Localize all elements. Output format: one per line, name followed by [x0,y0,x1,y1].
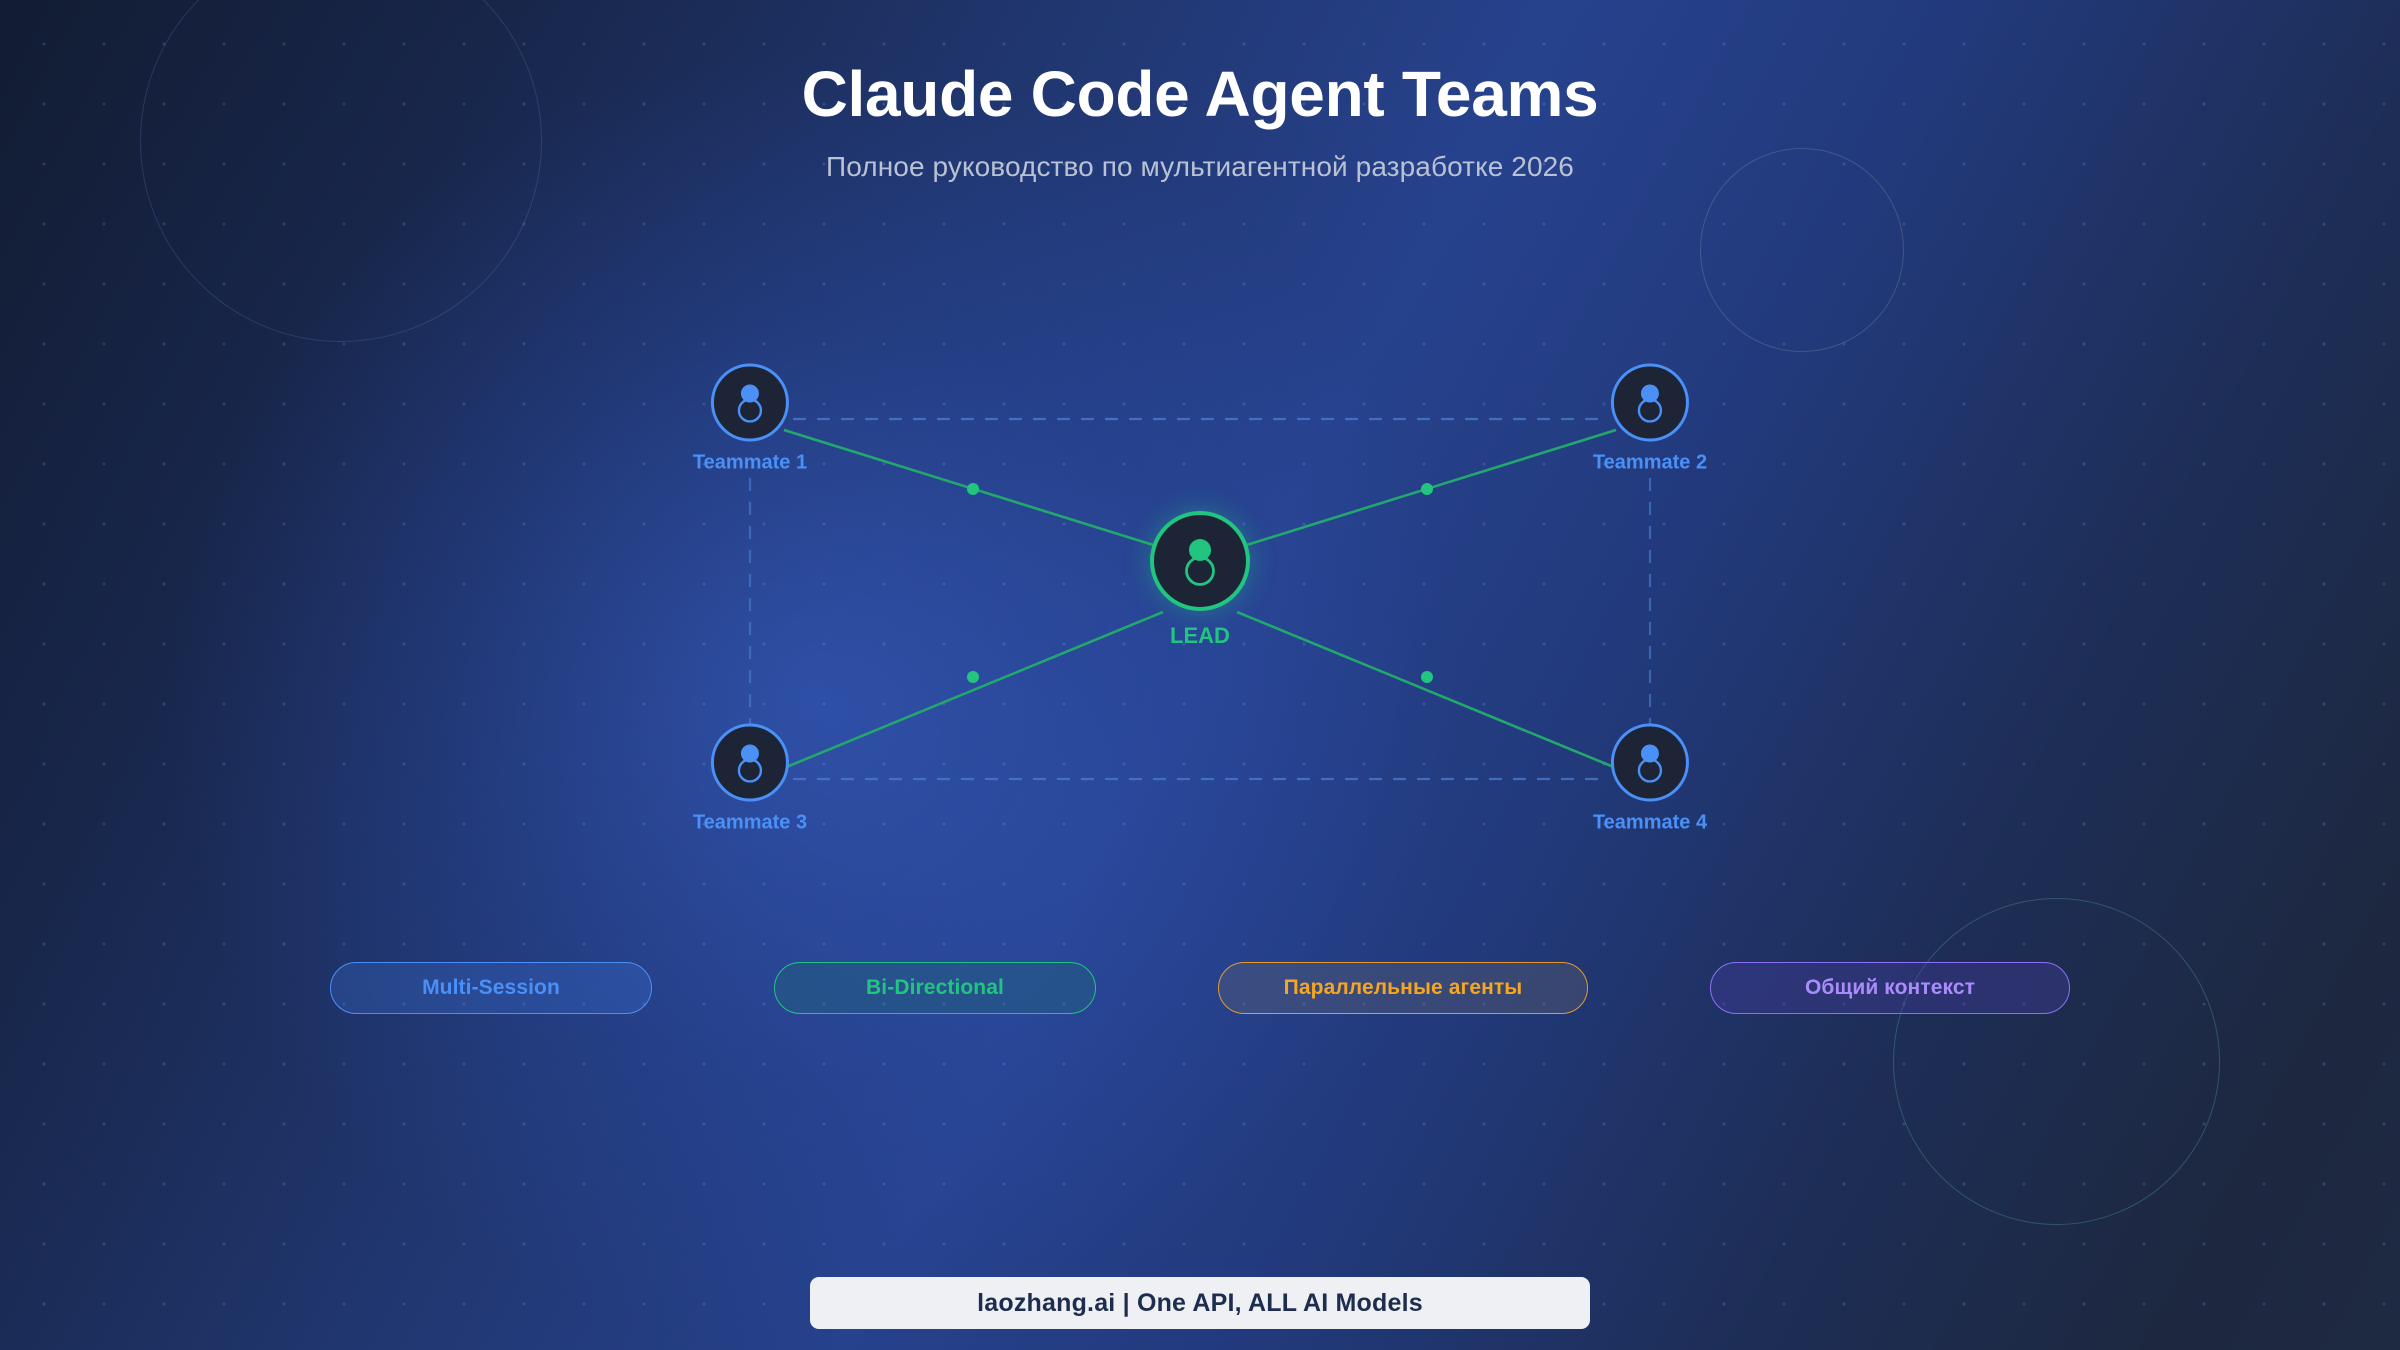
person-icon [1185,539,1215,586]
agent-node-label: LEAD [1170,623,1230,648]
person-icon [737,384,763,423]
feature-pill-row: Multi-Session Bi-Directional Параллельны… [330,962,2070,1014]
agent-avatar-ring [1610,723,1689,802]
feature-pill-shared-context[interactable]: Общий контекст [1710,962,2070,1014]
page-subtitle: Полное руководство по мультиагентной раз… [826,151,1574,183]
agent-avatar-ring [710,723,789,802]
agent-node-lead[interactable]: LEAD [1150,511,1250,649]
link-lead-teammate3 [783,610,1164,770]
agent-node-label: Teammate 1 [692,451,808,474]
agent-avatar-ring [1150,511,1250,611]
agent-node-teammate-4[interactable]: Teammate 4 [1592,723,1708,835]
flow-dot-lead-teammate1 [967,483,979,495]
agent-node-teammate-2[interactable]: Teammate 2 [1592,363,1708,475]
agent-node-label: Teammate 3 [692,811,808,834]
link-lead-teammate4 [1236,610,1617,770]
flow-dot-lead-teammate3 [967,671,979,683]
flow-dot-lead-teammate4 [1421,671,1433,683]
link-lead-teammate1 [783,428,1164,550]
decorative-circle-lower-right [1893,898,2220,1225]
header: Claude Code Agent Teams Полное руководст… [0,58,2400,183]
agent-node-teammate-3[interactable]: Teammate 3 [692,723,808,835]
agent-avatar-ring [1610,363,1689,442]
footer-badge[interactable]: laozhang.ai | One API, ALL AI Models [810,1277,1590,1329]
flow-dot-lead-teammate2 [1421,483,1433,495]
feature-pill-bi-directional[interactable]: Bi-Directional [774,962,1096,1014]
footer-badge-text: laozhang.ai | One API, ALL AI Models [977,1288,1423,1317]
agent-node-label: Teammate 4 [1592,811,1708,834]
person-icon [1637,384,1663,423]
person-icon [1637,744,1663,783]
feature-pill-parallel-agents[interactable]: Параллельные агенты [1218,962,1588,1014]
agent-node-teammate-1[interactable]: Teammate 1 [692,363,808,475]
person-icon [737,744,763,783]
agent-node-label: Teammate 2 [1592,451,1708,474]
agent-avatar-ring [710,363,789,442]
page-title: Claude Code Agent Teams [801,58,1599,130]
feature-pill-multi-session[interactable]: Multi-Session [330,962,652,1014]
link-lead-teammate2 [1236,428,1617,550]
